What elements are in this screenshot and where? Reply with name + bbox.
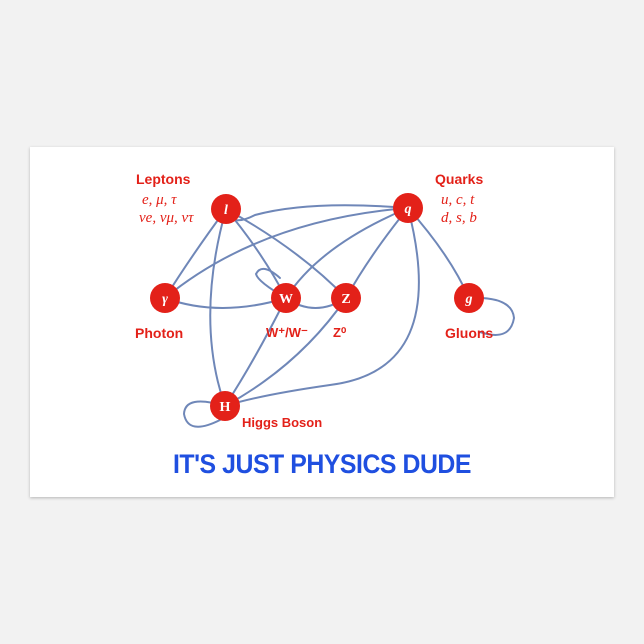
lepton-node: l	[211, 194, 241, 224]
gluons-label: Gluons	[445, 325, 494, 341]
photon-node: γ	[150, 283, 180, 313]
quark-node: q	[393, 193, 423, 223]
z-boson-node: Z	[331, 283, 361, 313]
quarks-up-type-list: u, c, t	[441, 192, 475, 208]
higgs-node: H	[210, 391, 240, 421]
edge-lepton-z	[225, 208, 347, 299]
quarks-title: Quarks	[435, 171, 484, 187]
edge-w-selfloop	[254, 267, 287, 299]
photon-label: Photon	[135, 325, 184, 341]
w-boson-node-symbol: W	[279, 292, 293, 307]
photon-node-symbol: γ	[162, 292, 168, 307]
gluon-node-symbol: g	[465, 292, 473, 307]
edge-z-higgs	[224, 297, 347, 407]
quarks-down-type-list: d, s, b	[441, 210, 477, 226]
edge-photon-w	[164, 297, 287, 309]
edge-w-higgs	[224, 297, 287, 407]
leptons-title: Leptons	[136, 171, 191, 187]
headline-text: IT'S JUST PHYSICS DUDE	[172, 449, 472, 479]
gluon-node: g	[454, 283, 484, 313]
w-boson-node: W	[271, 283, 301, 313]
higgs-boson-label: Higgs Boson	[242, 415, 323, 430]
w-boson-label: W⁺/W⁻	[266, 325, 308, 340]
edge-quark-photon	[164, 207, 409, 299]
particle-nodes: l q γ W Z g H	[150, 193, 484, 421]
edge-higgs-selfloop	[182, 400, 226, 428]
quark-node-symbol: q	[405, 202, 412, 217]
z-boson-node-symbol: Z	[341, 292, 350, 307]
higgs-node-symbol: H	[220, 400, 231, 415]
edge-lepton-higgs	[209, 208, 227, 407]
edge-gluon-selfloop	[468, 296, 516, 336]
z-boson-label: Z⁰	[333, 325, 347, 340]
lepton-node-symbol: l	[224, 203, 228, 218]
edge-quark-higgs	[224, 207, 420, 407]
leptons-charged-list: e, μ, τ	[142, 192, 177, 208]
edge-lepton-quark-arc	[225, 204, 409, 222]
leptons-neutrino-list: νe, νμ, ντ	[139, 210, 194, 226]
